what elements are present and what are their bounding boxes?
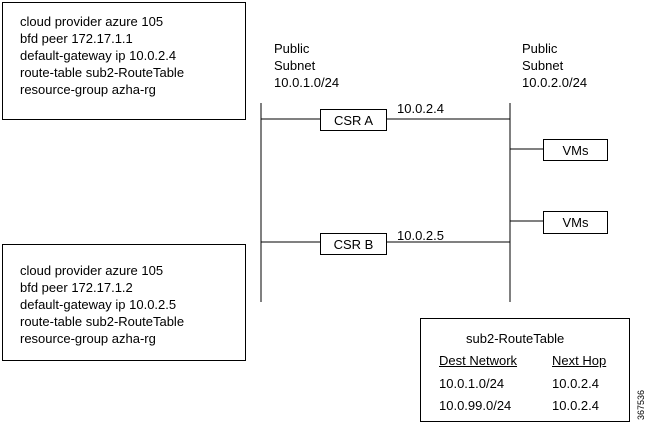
config-b-line: resource-group azha-rg <box>20 331 156 346</box>
route-table-cell: 10.0.2.4 <box>552 398 599 413</box>
vms-bottom-label: VMs <box>562 215 589 230</box>
csr-b-ip: 10.0.2.5 <box>397 228 444 243</box>
csr-a-label: CSR A <box>333 112 373 128</box>
config-b-line: route-table sub2-RouteTable <box>20 314 185 329</box>
vms-top-node: VMs <box>543 139 608 161</box>
config-a-line: bfd peer 172.17.1.1 <box>20 31 133 46</box>
config-a-line: route-table sub2-RouteTable <box>20 65 185 80</box>
config-a-line: cloud provider azure 105 <box>20 14 164 29</box>
figure-id: 367536 <box>636 389 646 420</box>
config-a-line: default-gateway ip 10.0.2.4 <box>20 48 177 63</box>
config-b-line: cloud provider azure 105 <box>20 263 164 278</box>
vms-bottom-node: VMs <box>543 211 608 234</box>
subnet-left-label: Public Subnet 10.0.1.0/24 <box>274 41 340 90</box>
route-table-title: sub2-RouteTable <box>466 331 565 346</box>
csr-a-node: CSR A <box>320 109 387 131</box>
csr-a-ip: 10.0.2.4 <box>397 101 444 116</box>
config-box-a: cloud provider azure 105 bfd peer 172.17… <box>2 2 246 120</box>
config-a-line: resource-group azha-rg <box>20 82 156 97</box>
route-table-cell: 10.0.1.0/24 <box>439 376 505 391</box>
config-b-line: default-gateway ip 10.0.2.5 <box>20 297 177 312</box>
route-table-header-nexthop: Next Hop <box>552 353 607 368</box>
subnet-right-label: Public Subnet 10.0.2.0/24 <box>522 41 588 90</box>
csr-b-label: CSR B <box>333 236 374 252</box>
config-box-b: cloud provider azure 105 bfd peer 172.17… <box>2 244 246 361</box>
route-table-cell: 10.0.99.0/24 <box>439 398 512 413</box>
vms-top-label: VMs <box>562 142 589 158</box>
route-table-cell: 10.0.2.4 <box>552 376 599 391</box>
route-table-header-dest: Dest Network <box>439 353 518 368</box>
route-table-box: sub2-RouteTable Dest Network Next Hop 10… <box>420 318 630 422</box>
config-b-line: bfd peer 172.17.1.2 <box>20 280 133 295</box>
csr-b-node: CSR B <box>320 233 387 255</box>
